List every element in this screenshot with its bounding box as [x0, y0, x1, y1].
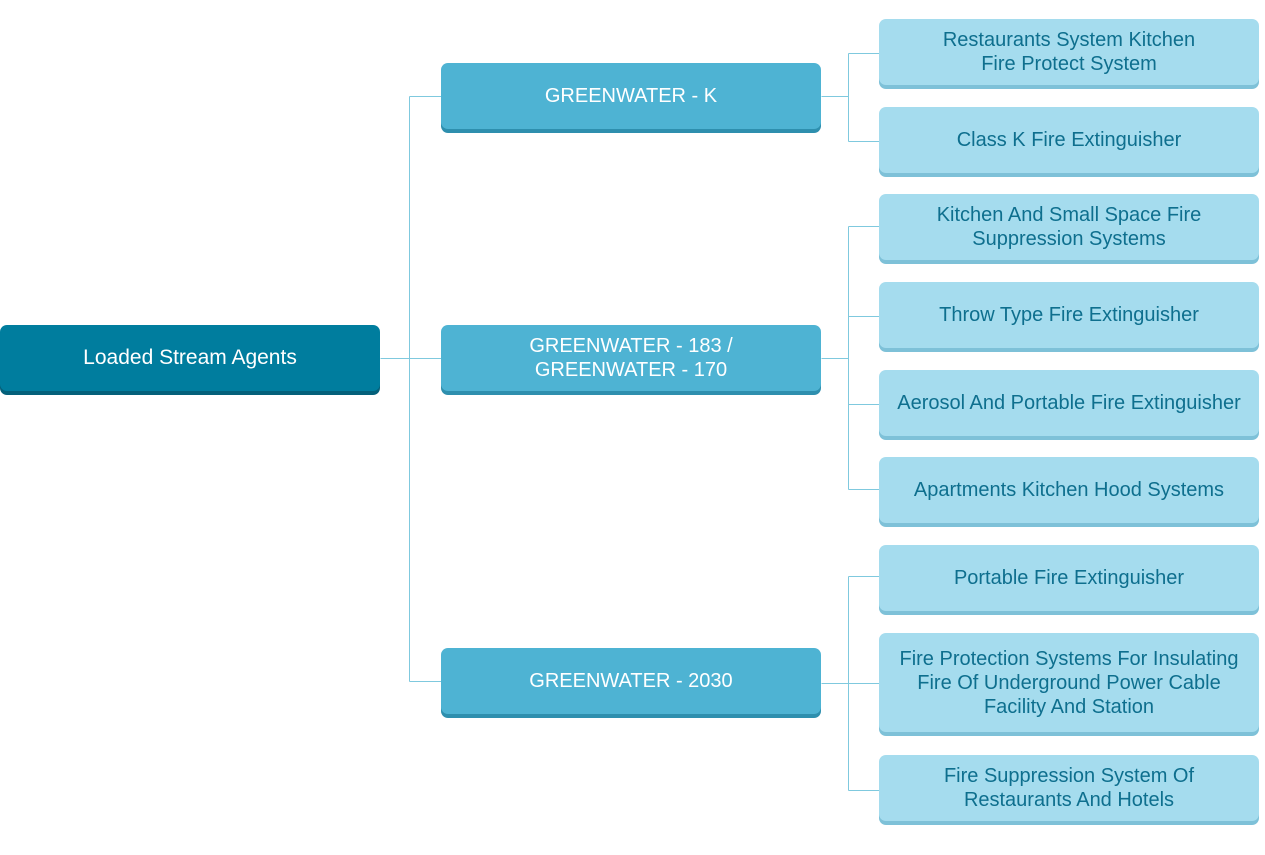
leaf-label: Portable Fire Extinguisher	[953, 567, 1185, 589]
leaf-label: Restaurants System Kitchen Fire Protect …	[942, 29, 1196, 75]
leaf-node: Apartments Kitchen Hood Systems	[879, 457, 1259, 523]
root-node: Loaded Stream Agents	[0, 325, 380, 391]
leaf-node: Restaurants System Kitchen Fire Protect …	[879, 19, 1259, 85]
leaf-node: Class K Fire Extinguisher	[879, 107, 1259, 173]
branch-label: GREENWATER - 2030	[529, 670, 733, 692]
leaf-node: Kitchen And Small Space Fire Suppression…	[879, 194, 1259, 260]
leaf-label: Throw Type Fire Extinguisher	[939, 304, 1199, 326]
leaf-label: Kitchen And Small Space Fire Suppression…	[936, 204, 1202, 250]
branch-label: GREENWATER - K	[544, 85, 718, 107]
leaf-label: Apartments Kitchen Hood Systems	[913, 479, 1225, 501]
branch-node-greenwater-k: GREENWATER - K	[441, 63, 821, 129]
leaf-node: Portable Fire Extinguisher	[879, 545, 1259, 611]
leaf-node: Throw Type Fire Extinguisher	[879, 282, 1259, 348]
leaf-node: Fire Protection Systems For Insulating F…	[879, 633, 1259, 732]
leaf-node: Aerosol And Portable Fire Extinguisher	[879, 370, 1259, 436]
branch-node-greenwater-2030: GREENWATER - 2030	[441, 648, 821, 714]
leaf-label: Fire Protection Systems For Insulating F…	[899, 647, 1239, 718]
leaf-label: Fire Suppression System Of Restaurants A…	[943, 765, 1195, 811]
leaf-node: Fire Suppression System Of Restaurants A…	[879, 755, 1259, 821]
root-label: Loaded Stream Agents	[83, 346, 297, 369]
branch-node-greenwater-183-170: GREENWATER - 183 / GREENWATER - 170	[441, 325, 821, 391]
leaf-label: Aerosol And Portable Fire Extinguisher	[897, 392, 1241, 414]
branch-label: GREENWATER - 183 / GREENWATER - 170	[529, 335, 733, 381]
leaf-label: Class K Fire Extinguisher	[956, 129, 1182, 151]
